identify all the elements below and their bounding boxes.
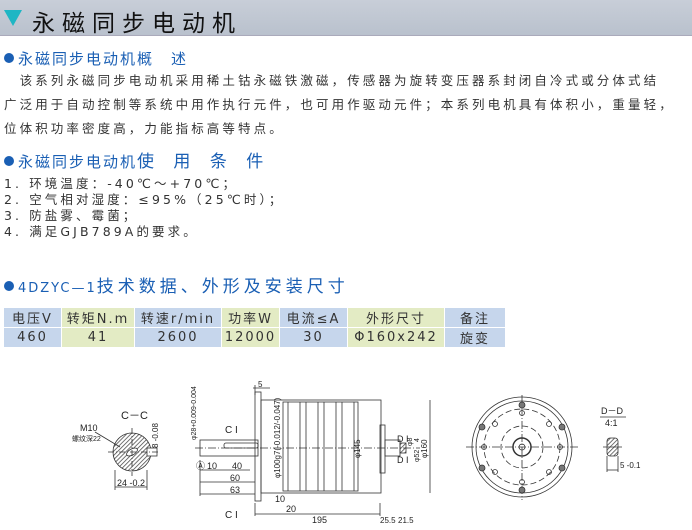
table-row: 460 41 2600 12000 30 Φ160x242 旋变 [3,327,506,348]
overview-line: 广泛用于自动控制等系统中用作执行元件，也可用作驱动元件；本系列电机具有体积小，重… [4,97,675,112]
shaft-dia-label: φ28+0.009-0.004 [191,386,198,440]
dd-section-view: D－D 4:1 5 -0.1 [600,406,641,472]
motor-end-view [466,395,578,500]
overview-line: 该系列永磁同步电动机采用稀土钴永磁铁激磁，传感器为旋转变压器系封闭自冷式或分体式… [4,73,660,88]
header-torque: 转矩N.m [61,307,135,328]
dim-40: 40 [232,461,242,471]
c1-bottom-label: C I [225,510,238,521]
dim-10b: 10 [275,494,285,504]
cc-label: C－C [121,410,148,422]
dim-63: 63 [230,485,240,495]
dd-dim: 5 -0.1 [620,461,641,470]
motor-side-view: 5 C I C I φ28+0.009-0.004 φ100g7(-0.012/… [191,380,431,525]
conditions-heading: 永磁同步电动机使 用 条 件 [4,147,270,172]
cell-torque: 41 [61,327,135,348]
thread-label: 螺纹深22 [72,434,101,443]
bullet-icon [4,281,14,291]
width24-label: 24 -0.2 [117,478,145,488]
specs-heading-suffix: 技术数据、外形及安装尺寸 [96,277,349,297]
di-bottom-label: D I [397,455,409,465]
cell-dimensions: Φ160x242 [347,327,445,348]
overview-line: 位体积功率密度高，力能指标高等特点。 [4,121,285,136]
overview-heading-text: 永磁同步电动机概 述 [18,50,189,68]
cell-voltage: 460 [3,327,62,348]
header-remarks: 备注 [444,307,506,328]
c1-top-label: C I [225,425,238,436]
spec-table: 电压V 转矩N.m 转速r/min 功率W 电流≤A 外形尺寸 备注 460 4… [3,307,506,348]
dim-25-5: 25.5 [380,516,396,525]
dim-21-5: 21.5 [398,516,414,525]
dim-10: 10 [207,461,217,471]
dim-20: 20 [286,504,296,514]
m10-label: M10 [80,423,98,433]
title-bar: 永磁同步电动机 [0,0,692,37]
body-dia-label: φ145 [353,439,362,458]
header-speed: 转速r/min [134,307,222,328]
technical-drawing: C－C M10 螺纹深22 24 -0.2 8 -0.08 5 C I C I … [72,380,641,525]
datum-a: Ⓐ [196,461,205,471]
specs-heading: 4DZYC—1技术数据、外形及安装尺寸 [4,272,349,297]
dd-label: D－D [601,406,623,416]
condition-item: 2. 空气相对湿度：≤95%（25℃时）； [4,192,285,207]
cc-section-view: C－C M10 螺纹深22 24 -0.2 8 -0.08 [72,410,160,490]
cell-speed: 2600 [134,327,222,348]
conditions-heading-suffix: 使 用 条 件 [137,152,271,172]
condition-item: 4. 满足GJB789A的要求。 [4,224,199,239]
flange-dia-label: φ100g7(-0.012/-0.047) [273,397,282,478]
condition-item: 3. 防盐雾、霉菌； [4,208,139,223]
cell-power: 12000 [221,327,280,348]
conditions-heading-prefix: 永磁同步电动机 [18,153,138,171]
page-title: 永磁同步电动机 [32,11,242,37]
dim-phi52: φ52 [414,450,421,462]
outer-dia-label: φ160 [420,439,429,458]
key-label: 8 -0.08 [151,423,160,448]
header-voltage: 电压V [3,307,62,328]
bullet-icon [4,156,14,166]
cell-remarks: 旋变 [444,327,506,348]
overview-heading: 永磁同步电动机概 述 [4,48,188,69]
dim-4: 4 [414,438,421,442]
bullet-icon [4,53,14,63]
dim-5: 5 [258,380,263,389]
condition-item: 1. 环境温度：-40℃～+70℃； [4,176,239,191]
dim-60: 60 [230,473,240,483]
dd-scale: 4:1 [605,418,618,428]
dim-phi8: φ8 [407,437,414,446]
cell-current: 30 [279,327,348,348]
header-dimensions: 外形尺寸 [347,307,445,328]
di-top-label: D I [397,434,409,444]
dim-195: 195 [312,515,327,525]
header-current: 电流≤A [279,307,348,328]
specs-heading-model: 4DZYC—1 [18,281,97,296]
table-header-row: 电压V 转矩N.m 转速r/min 功率W 电流≤A 外形尺寸 备注 [3,307,506,328]
triangle-icon [4,10,22,26]
header-power: 功率W [221,307,280,328]
